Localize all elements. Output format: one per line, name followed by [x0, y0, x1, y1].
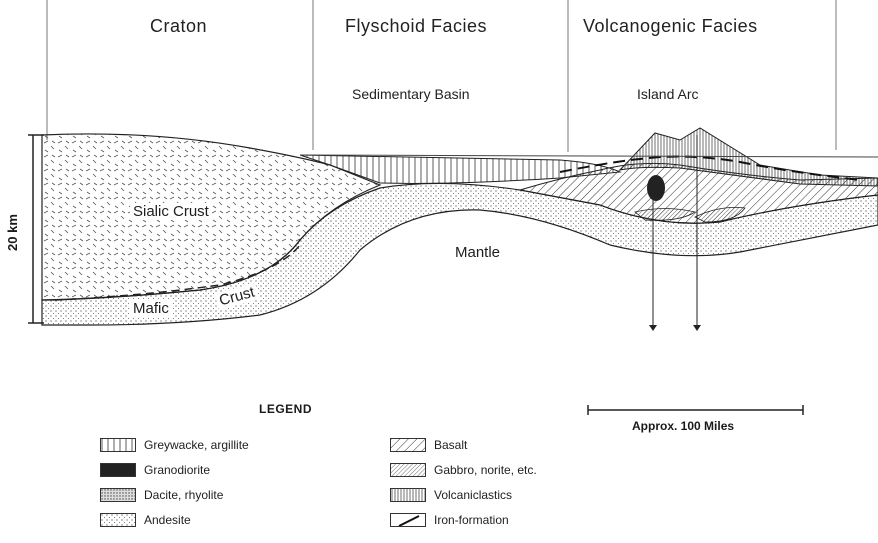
gabbro-swatch	[390, 463, 426, 477]
granodiorite-pluton	[647, 175, 665, 201]
label-sialic-crust: Sialic Crust	[130, 203, 212, 220]
legend-item-basalt: Basalt	[390, 436, 467, 454]
header-volcanogenic-facies: Volcanogenic Facies	[583, 16, 758, 37]
legend-title: LEGEND	[259, 402, 312, 416]
granodiorite-swatch	[100, 463, 136, 477]
basalt-swatch	[390, 438, 426, 452]
legend-item-andesite: Andesite	[100, 511, 191, 529]
iron-formation-swatch	[390, 513, 426, 527]
header-craton: Craton	[150, 16, 207, 37]
legend-item-dacite: Dacite, rhyolite	[100, 486, 223, 504]
greywacke-swatch	[100, 438, 136, 452]
andesite-swatch	[100, 513, 136, 527]
header-flyschoid-facies: Flyschoid Facies	[345, 16, 487, 37]
dacite-swatch	[100, 488, 136, 502]
legend-item-gabbro: Gabbro, norite, etc.	[390, 461, 537, 479]
legend-item-iron-formation: Iron-formation	[390, 511, 509, 529]
legend-item-granodiorite: Granodiorite	[100, 461, 210, 479]
scale-label: Approx. 100 Miles	[632, 419, 734, 433]
scale-bar	[588, 405, 803, 415]
legend-item-volcaniclastics: Volcaniclastics	[390, 486, 512, 504]
subheader-island-arc: Island Arc	[637, 86, 698, 102]
subheader-sedimentary-basin: Sedimentary Basin	[352, 86, 470, 102]
volcaniclastics-swatch	[390, 488, 426, 502]
label-mafic: Mafic	[130, 300, 172, 317]
label-depth: 20 km	[5, 214, 20, 251]
legend-item-greywacke: Greywacke, argillite	[100, 436, 249, 454]
label-mantle: Mantle	[455, 244, 500, 261]
